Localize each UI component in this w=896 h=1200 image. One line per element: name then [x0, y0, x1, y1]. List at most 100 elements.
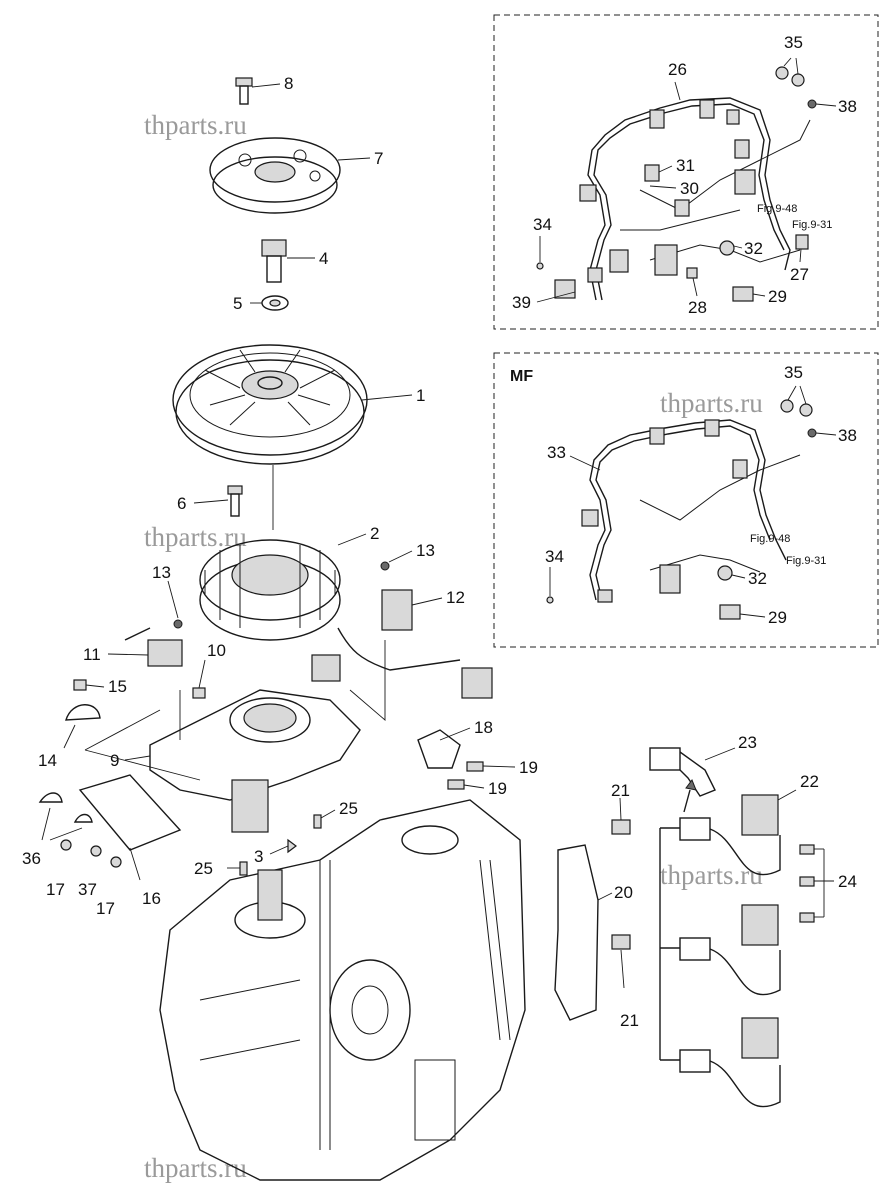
part-27: [795, 234, 809, 250]
bolt-6: [227, 485, 243, 517]
callout-35-lower: 35: [784, 363, 803, 382]
callout-24: 24: [838, 872, 857, 891]
fig-ref-9-48-upper: Fig.9-48: [757, 203, 797, 215]
callout-29-lower: 29: [768, 608, 787, 627]
key-3: [287, 838, 297, 854]
dowel-25-lower: [239, 861, 248, 876]
watermarks: thparts.ru thparts.ru thparts.ru thparts…: [144, 110, 763, 1183]
callout-34-lower: 34: [545, 547, 564, 566]
screw-17-right: [110, 856, 122, 868]
callout-22: 22: [800, 772, 819, 791]
spark-plug-cap-23: [649, 747, 716, 797]
callout-5: 5: [233, 294, 242, 313]
part-34-mf: [546, 596, 554, 604]
clip-36-b: [73, 813, 93, 823]
bolt-24-a: [799, 844, 815, 855]
leader-lines: [41, 57, 837, 989]
watermark-lower-right: thparts.ru: [660, 860, 763, 890]
callout-34-upper: 34: [533, 215, 552, 234]
callout-19-lower: 19: [488, 779, 507, 798]
harness-26-main-loom: [587, 97, 791, 301]
watermark-mid-left: thparts.ru: [144, 522, 247, 552]
connector-29: [732, 286, 754, 302]
callout-18: 18: [474, 718, 493, 737]
callout-19-upper: 19: [519, 758, 538, 777]
ignition-coils-22: [659, 794, 781, 1108]
flywheel-1: [172, 344, 368, 465]
watermark-bottom-left: thparts.ru: [144, 1153, 247, 1183]
bolt-24-b: [799, 876, 815, 887]
connector-29-mf: [719, 604, 741, 620]
arrow-23: [683, 789, 691, 813]
main-assembly: [38, 77, 815, 1181]
stator-grommet: [461, 667, 493, 699]
clip-36-a: [38, 792, 63, 803]
callout-39: 39: [512, 293, 531, 312]
upper-panel-border: [493, 14, 879, 330]
part-34: [536, 262, 544, 270]
part-28: [686, 267, 698, 279]
watermark-top-left: thparts.ru: [144, 110, 247, 140]
bracket-18: [417, 729, 461, 769]
callout-8: 8: [284, 74, 293, 93]
screw-17-left: [60, 839, 72, 851]
stator-cable: [337, 627, 461, 671]
part-38-mf: [807, 428, 817, 438]
callout-13-left: 13: [152, 563, 171, 582]
connector-31: [644, 164, 660, 182]
bolt-15: [73, 679, 87, 691]
callout-32-upper: 32: [744, 239, 763, 258]
bolt-24-c: [799, 912, 815, 923]
callout-17-left: 17: [46, 880, 65, 899]
callout-27: 27: [790, 265, 809, 284]
callout-17-right: 17: [96, 899, 115, 918]
callout-37: 37: [78, 880, 97, 899]
watermark-mid-right: thparts.ru: [660, 388, 763, 418]
callout-30: 30: [680, 179, 699, 198]
callout-21-upper: 21: [611, 781, 630, 800]
clip-35-mf: [780, 399, 794, 413]
callout-32-lower: 32: [748, 569, 767, 588]
callout-26: 26: [668, 60, 687, 79]
bolt-21-upper: [611, 819, 631, 835]
callout-31: 31: [676, 156, 695, 175]
bolt-19-upper: [466, 761, 484, 772]
callout-13-right: 13: [416, 541, 435, 560]
clamp-14: [65, 704, 101, 721]
callout-11: 11: [83, 645, 101, 664]
harness-33-main-loom: [589, 419, 787, 601]
callout-7: 7: [374, 149, 383, 168]
stator-connector: [311, 654, 341, 682]
lower-panel-border: [493, 352, 879, 648]
bolt-10: [192, 687, 206, 699]
callout-29-upper: 29: [768, 287, 787, 306]
screw-13-right: [380, 561, 390, 571]
callout-numbers: 8 7 4 5 1 6 2 13 12 13 11 10 15 14 9 18 …: [22, 33, 857, 1030]
fig-ref-9-31-upper: Fig.9-31: [792, 219, 832, 231]
callout-33: 33: [547, 443, 566, 462]
callout-38-lower: 38: [838, 426, 857, 445]
base-plate-9: [149, 689, 361, 833]
bolt-21-lower: [611, 934, 631, 950]
clip-35: [775, 66, 789, 80]
callout-28: 28: [688, 298, 707, 317]
callout-9: 9: [110, 751, 119, 770]
bracket-11: [147, 639, 183, 667]
callout-23: 23: [738, 733, 757, 752]
callout-35-upper: 35: [784, 33, 803, 52]
bracket-20: [554, 844, 599, 1021]
dowel-25-upper: [313, 814, 322, 829]
grommet-37: [90, 845, 102, 857]
callout-25-lower: 25: [194, 859, 213, 878]
fig-ref-9-48-lower: Fig.9-48: [750, 533, 790, 545]
callout-10: 10: [207, 641, 226, 660]
upper-harness-panel: Fig.9-48 Fig.9-31: [493, 14, 879, 330]
callout-21-lower: 21: [620, 1011, 639, 1030]
callout-25-upper: 25: [339, 799, 358, 818]
bolt-19-lower: [447, 779, 465, 790]
pulser-coil-12: [381, 589, 413, 631]
bolt-4: [261, 239, 287, 283]
part-38: [807, 99, 817, 109]
callout-16: 16: [142, 889, 161, 908]
